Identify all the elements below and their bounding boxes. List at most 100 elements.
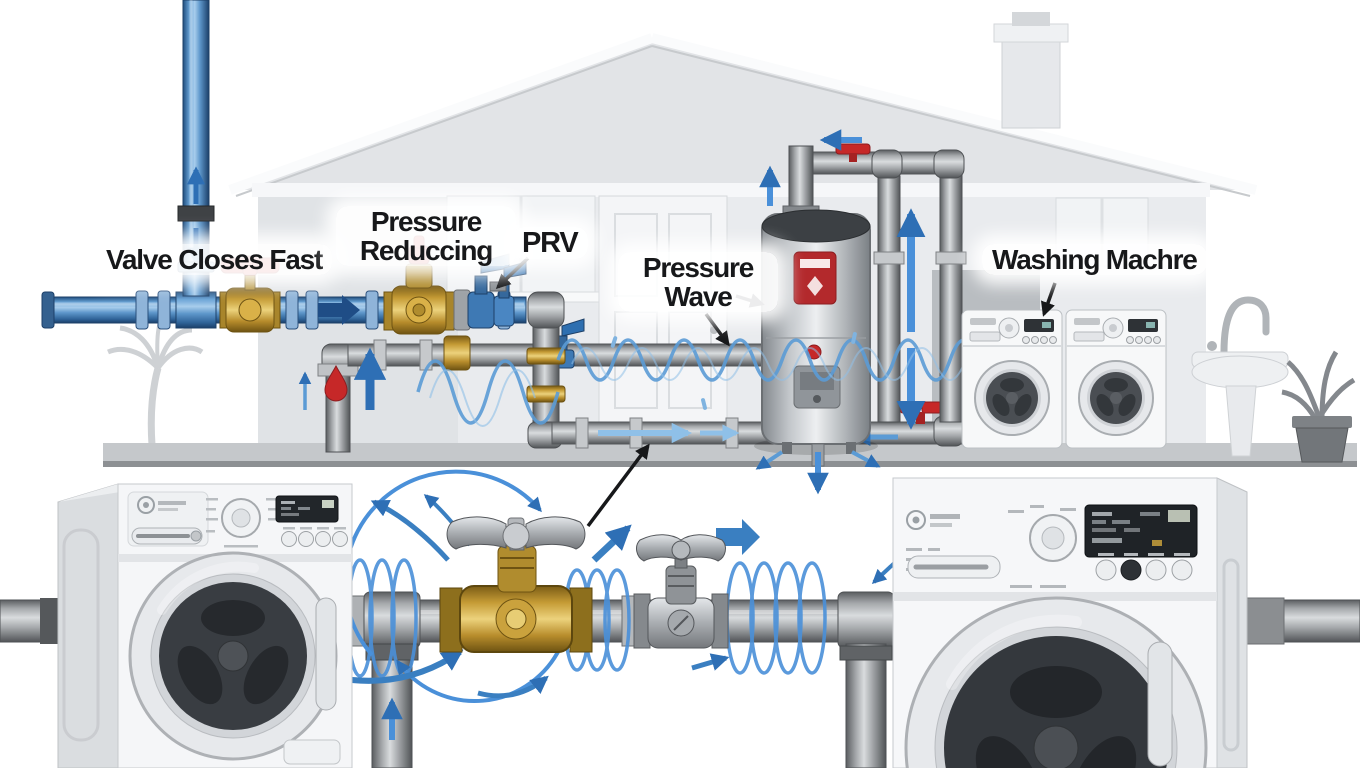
label-pressure-reducing: Pressure Reduccing xyxy=(336,206,516,267)
pedestal-sink xyxy=(1191,296,1289,457)
water-drop-icon xyxy=(324,364,348,402)
label-pressure-wave: Pressure Wave xyxy=(618,252,778,313)
pipe-coupling xyxy=(285,290,299,330)
soffit-band xyxy=(252,183,1210,197)
flow-arrow xyxy=(591,524,632,563)
heater-badge xyxy=(793,251,837,305)
elbow-fitting xyxy=(527,291,565,329)
button xyxy=(1031,336,1039,344)
faucet xyxy=(1220,296,1270,356)
annotation-arrow-washer xyxy=(1041,282,1057,317)
button xyxy=(1040,336,1048,344)
water-heater xyxy=(754,209,881,495)
dispenser-drawer xyxy=(969,331,1001,342)
entry-door xyxy=(598,195,728,445)
small-washing-machine-right xyxy=(1065,309,1167,449)
wing-handle xyxy=(636,534,726,562)
drop-pipe xyxy=(532,319,560,431)
potted-plant xyxy=(1281,350,1356,463)
buttons xyxy=(281,527,348,547)
brand-logo xyxy=(906,510,960,530)
flow-arrow-right xyxy=(716,519,760,555)
display xyxy=(1084,504,1198,558)
door-handle xyxy=(315,597,337,711)
display-readout xyxy=(1168,510,1190,522)
label-line: Wave xyxy=(664,281,733,313)
door xyxy=(904,596,1208,768)
buttons xyxy=(1095,553,1193,581)
vertical-pipe xyxy=(877,175,901,423)
label-valve-closes-fast: Valve Closes Fast xyxy=(96,244,333,276)
heater-tank xyxy=(761,213,871,445)
tee-fitting-right xyxy=(837,591,895,768)
gray-gate-valve xyxy=(633,534,729,649)
brand-logo xyxy=(970,318,996,325)
flow-arrow xyxy=(370,499,450,562)
button xyxy=(1126,336,1134,344)
brand-logo xyxy=(1074,318,1100,325)
pipe-coupling xyxy=(373,339,387,371)
button xyxy=(1153,336,1161,344)
pipe-coupling xyxy=(1243,597,1285,645)
wing-handle xyxy=(446,516,586,550)
label-line: Reduccing xyxy=(359,235,494,267)
heater-vent-pipe xyxy=(788,145,814,213)
washing-machine-large-right xyxy=(892,477,1248,768)
brass-union xyxy=(443,335,471,371)
side-panel xyxy=(1216,477,1248,768)
pipe-cap xyxy=(41,291,55,329)
roof xyxy=(230,38,1256,190)
brass-union xyxy=(526,347,566,365)
pot xyxy=(1295,427,1349,463)
flow-arrow xyxy=(851,450,881,468)
panel-markings xyxy=(206,498,280,548)
dispenser-drawer xyxy=(131,527,203,545)
label-washing-machine: Washing Machre xyxy=(982,244,1207,276)
pipe-coupling xyxy=(305,290,319,330)
pressure-sine-wave xyxy=(416,332,1008,427)
door-handle xyxy=(1147,641,1173,767)
flow-arrow xyxy=(755,450,784,470)
chimney xyxy=(993,12,1069,129)
vertical-pipe xyxy=(939,171,963,423)
sink-pedestal xyxy=(1225,385,1257,457)
pipe-clamp xyxy=(177,205,215,222)
button xyxy=(1049,336,1057,344)
label-line: Pressure xyxy=(642,252,754,283)
roof-fascia-left xyxy=(228,33,654,195)
brass-gate-valve xyxy=(439,516,593,653)
annotation-arrow-to-pipe xyxy=(586,443,650,528)
pot-rim xyxy=(1292,416,1352,428)
circular-arrow xyxy=(396,647,562,703)
dispenser-drawer xyxy=(1073,331,1105,342)
cycle-knob xyxy=(1029,514,1077,562)
flow-arrow-right xyxy=(318,295,360,325)
flow-arrow xyxy=(691,653,730,671)
pipe-coupling xyxy=(365,290,379,330)
pipe-coupling xyxy=(135,290,149,330)
annotation-arrow-wave-2 xyxy=(704,312,730,347)
filter-drawer xyxy=(283,739,341,765)
tee-fitting xyxy=(175,291,217,329)
house xyxy=(103,12,1357,467)
flow-arrow xyxy=(477,675,549,699)
brand-logo xyxy=(137,496,186,514)
small-washing-machine-left xyxy=(961,309,1063,449)
cycle-knob xyxy=(221,498,261,538)
dispenser-drawer xyxy=(907,555,1001,579)
side-panel xyxy=(57,483,119,768)
button xyxy=(1135,336,1143,344)
washing-machine-large-left xyxy=(57,483,353,768)
label-prv: PRV xyxy=(512,227,588,260)
roof-fascia-right xyxy=(650,33,1258,195)
annotation-arrow-prv xyxy=(495,256,530,290)
palm-plant-silhouette xyxy=(107,310,204,446)
button xyxy=(1022,336,1030,344)
pipe-coupling xyxy=(157,290,171,330)
display xyxy=(275,495,339,523)
label-line: Pressure xyxy=(370,206,482,237)
button xyxy=(1144,336,1152,344)
heater-top xyxy=(761,209,871,243)
